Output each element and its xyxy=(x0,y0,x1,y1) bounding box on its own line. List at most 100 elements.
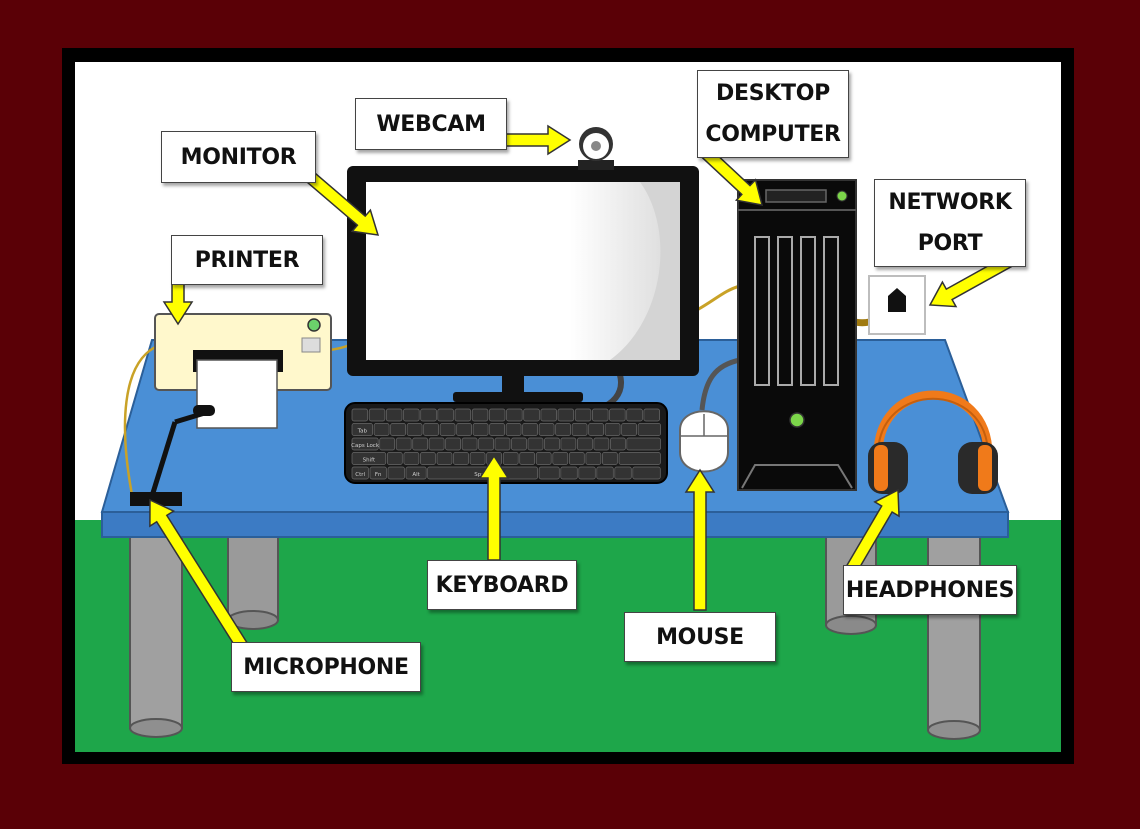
headphones-label-text: HEADPHONES xyxy=(845,577,1015,603)
microphone-arrow xyxy=(149,498,249,651)
webcam-device xyxy=(578,127,614,170)
keyboard-key xyxy=(626,408,643,422)
keyboard-key xyxy=(386,452,403,465)
keyboard-key xyxy=(621,423,637,436)
network-label-line2: PORT xyxy=(917,231,983,256)
keyboard-key xyxy=(585,452,602,465)
network-port-device xyxy=(868,275,926,335)
keyboard-key xyxy=(453,452,469,465)
keyboard-key xyxy=(593,437,610,451)
keyboard-label-text: KEYBOARD xyxy=(435,572,569,598)
webcam-arrow xyxy=(505,124,572,156)
keyboard-key xyxy=(368,408,386,422)
microphone-device xyxy=(130,405,215,506)
keyboard-key xyxy=(420,452,436,465)
keyboard-key xyxy=(560,437,577,451)
keyboard-key xyxy=(395,437,412,451)
keyboard-arrow xyxy=(478,454,510,561)
keyboard-key xyxy=(472,423,489,436)
printer-label: PRINTER xyxy=(171,235,323,285)
monitor-label: MONITOR xyxy=(161,131,316,183)
keyboard-key xyxy=(420,408,437,422)
keyboard-key xyxy=(390,423,406,436)
headphones-arrow xyxy=(843,488,900,577)
keyboard-key xyxy=(511,437,527,451)
keyboard-key xyxy=(412,437,429,451)
keyboard-key-label: Fn xyxy=(375,472,382,478)
keyboard-key xyxy=(506,408,523,422)
microphone-label-text: MICROPHONE xyxy=(243,654,409,680)
keyboard-key xyxy=(379,437,396,451)
desktop-computer-label: DESKTOP COMPUTER xyxy=(697,70,849,158)
microphone-label: MICROPHONE xyxy=(231,642,421,692)
keyboard-key xyxy=(461,437,478,451)
keyboard-key-label: Ctrl xyxy=(355,472,365,478)
printer-arrow xyxy=(162,283,194,326)
mouse-label: MOUSE xyxy=(624,612,776,662)
keyboard-key xyxy=(478,437,494,451)
keyboard-key xyxy=(571,423,588,436)
keyboard-key xyxy=(502,452,519,465)
keyboard-key xyxy=(609,408,626,422)
headphones-label: HEADPHONES xyxy=(843,565,1017,615)
keyboard-key xyxy=(351,452,387,465)
keyboard-key xyxy=(351,466,369,480)
keyboard-key xyxy=(538,466,560,480)
keyboard-key xyxy=(592,408,609,422)
desktop-label-line2: COMPUTER xyxy=(705,122,841,147)
keyboard-key xyxy=(535,452,552,465)
keyboard-key xyxy=(560,466,578,480)
keyboard-key xyxy=(632,466,661,480)
keyboard-key xyxy=(488,408,506,422)
keyboard-key xyxy=(351,423,373,436)
desktop-tower xyxy=(737,179,857,491)
keyboard-key xyxy=(602,452,618,465)
keyboard-key xyxy=(555,423,571,436)
webcam-label: WEBCAM xyxy=(355,98,507,150)
keyboard-key xyxy=(557,408,575,422)
network-port-label: NETWORK PORT xyxy=(874,179,1026,267)
keyboard-key xyxy=(527,437,544,451)
headphones-device xyxy=(868,390,998,494)
keyboard-label: KEYBOARD xyxy=(427,560,577,610)
keyboard-key-label: Tab xyxy=(357,429,368,435)
keyboard-key xyxy=(428,437,445,451)
keyboard-key xyxy=(614,466,632,480)
keyboard-key xyxy=(373,423,390,436)
keyboard-key xyxy=(387,466,405,480)
keyboard-key xyxy=(626,437,661,451)
keyboard-key xyxy=(403,452,420,465)
keyboard-key xyxy=(519,452,536,465)
mouse-device xyxy=(679,410,729,473)
floor xyxy=(75,520,1061,752)
keyboard-key xyxy=(544,437,560,451)
mouse-label-text: MOUSE xyxy=(656,624,744,650)
keyboard-key xyxy=(604,423,621,436)
keyboard-key xyxy=(618,452,661,465)
monitor-label-text: MONITOR xyxy=(180,144,297,170)
keyboard-key xyxy=(643,408,660,422)
keyboard-key xyxy=(405,466,427,480)
keyboard-key xyxy=(494,437,511,451)
keyboard-key xyxy=(454,408,472,422)
keyboard-key xyxy=(540,408,557,422)
keyboard-key xyxy=(637,423,661,436)
keyboard-key xyxy=(568,452,585,465)
desktop-label-line1: DESKTOP xyxy=(716,81,830,106)
keyboard-key-label: Alt xyxy=(412,472,420,478)
keyboard-key xyxy=(406,423,423,436)
printer-device xyxy=(154,313,332,429)
webcam-label-text: WEBCAM xyxy=(376,111,486,137)
keyboard-key xyxy=(574,408,592,422)
keyboard-key xyxy=(456,423,472,436)
keyboard-key xyxy=(385,408,403,422)
keyboard-key xyxy=(471,408,489,422)
keyboard-key xyxy=(351,437,379,451)
keyboard-key xyxy=(596,466,614,480)
keyboard-key xyxy=(403,408,420,422)
keyboard-key xyxy=(522,423,538,436)
keyboard-key xyxy=(469,452,486,465)
